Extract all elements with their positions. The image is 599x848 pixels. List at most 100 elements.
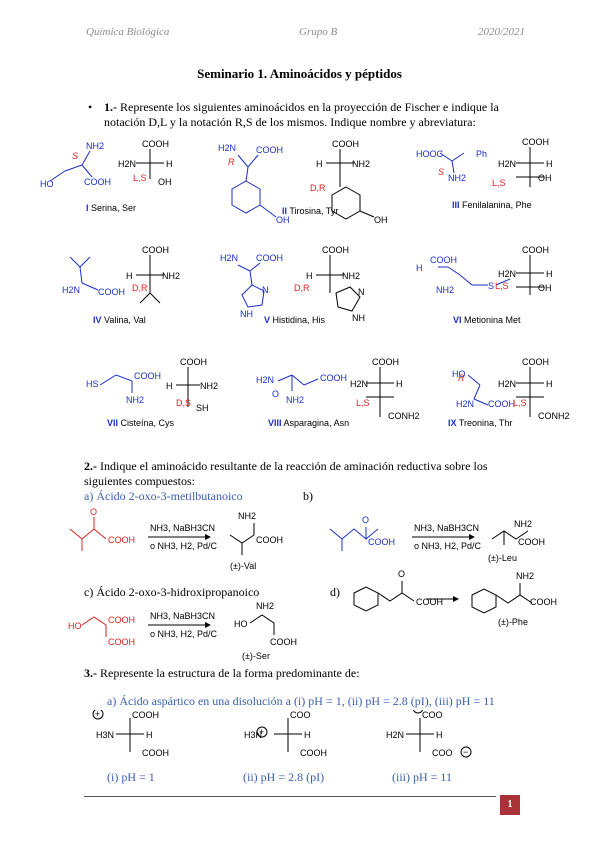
rxa-o: O [90,507,97,517]
asp3-coo: COO [422,710,443,720]
vii-nh2: NH2 [126,395,144,405]
i-f-h: H [166,159,173,169]
asp1-cooh2: COOH [142,748,169,758]
asp3-coo2: COO [432,748,453,758]
ix-f-h2n: H2N [498,379,516,389]
asp1-plus: + [95,710,100,719]
iv-f-nh2: NH2 [162,271,180,281]
v-f-cooh: COOH [322,245,349,255]
rxc-product: (±)-Ser [242,651,270,661]
rxb-cooh: COOH [368,537,395,547]
vi-h: H [416,263,423,273]
rxa-cooh: COOH [108,535,135,545]
q3-caption-i: (i) pH = 1 [107,770,155,784]
rxc-prod-cooh: COOH [270,637,297,647]
v-f-nh2: NH2 [342,271,360,281]
i-f-h2n: H2N [118,159,136,169]
label-i: I Serina, Ser [86,203,137,213]
vii-f-h: H [166,381,173,391]
page-number: 1 [500,795,520,815]
q2-text-a: Indique el aminoácido resultante de la r… [100,459,488,473]
rxd-prod-cooh: COOH [530,597,557,607]
q2-text-b: siguientes compuestos: [84,474,195,488]
vi-s: S [488,281,494,291]
rxb-o: O [362,515,369,525]
rxb-reagent-bottom: o NH3, H2, Pd/C [414,541,482,551]
ix-f-h: H [546,379,553,389]
ix-cooh: COOH [488,399,515,409]
rxb-prod-cooh: COOH [518,537,545,547]
ii-f-oh: OH [374,215,388,225]
q2-d-label: d) [330,585,340,599]
rxc-prod-nh2: NH2 [256,601,274,611]
rxa-prod-nh2: NH2 [238,511,256,521]
asp2-h3n: H3N [244,730,262,740]
notation-ix: L,S [513,398,527,408]
q1-number: 1.- [104,100,117,114]
i-nh2: NH2 [86,141,104,151]
q2-text: 2.- Indique el aminoácido resultante de … [84,459,524,489]
header-year: 2020/2021 [478,26,526,38]
label-iv: IV Valina, Val [93,315,146,325]
rxa-product: (±)-Val [230,561,256,571]
ii-f-nh2: NH2 [352,159,370,169]
iii-f-h: H [546,159,553,169]
asp1-cooh: COOH [132,710,159,720]
vi-nh2: NH2 [436,285,454,295]
ii-f-cooh: COOH [332,139,359,149]
notation-v: D,R [294,283,310,293]
iv-f-h: H [126,271,133,281]
bullet: • [88,100,93,114]
label-iii: III Fenilalanina, Phe [452,200,532,210]
viii-f-conh2: CONH2 [388,411,420,421]
reaction-schemes: NH3, NaBH3CN o NH3, H2, Pd/C NH3, NaBH3C… [68,507,557,661]
viii-cooh: COOH [320,373,347,383]
viii-f-h2n: H2N [350,379,368,389]
rxc-reagent-top: NH3, NaBH3CN [150,611,215,621]
asp3-minus: − [415,710,420,713]
q2-b-label: b) [303,489,313,503]
rxb-reagent-top: NH3, NaBH3CN [414,523,479,533]
asp1-h3n: H3N [96,730,114,740]
ii-f-h: H [316,159,323,169]
iv-f-cooh: COOH [142,245,169,255]
q3-text: 3.- Represente la estructura de la forma… [84,666,360,681]
rxa-prod-cooh: COOH [256,535,283,545]
rxc-cooh-2: COOH [108,637,135,647]
viii-h2n: H2N [256,375,274,385]
rxd-product: (±)-Phe [498,617,528,627]
rxd-prod-nh2: NH2 [516,571,534,581]
asp2-coo: COO [290,710,311,720]
q3-caption-iii: (iii) pH = 11 [392,770,452,784]
label-vi: VI Metionina Met [453,315,521,325]
vii-cooh: COOH [134,371,161,381]
v-n: N [262,285,269,295]
q2-c-label: c) Ácido 2-oxo-3-hidroxipropanoico [84,585,260,599]
v-nh: NH [240,309,253,319]
q1-text-a: Represente los siguientes aminoácidos en… [120,100,499,114]
amino-acid-structures: NH2 HO COOH H2N COOH OH HOOC NH2 Ph H2N … [40,137,570,421]
iii-nh2: NH2 [448,173,466,183]
ix-f-conh2: CONH2 [538,411,570,421]
asp3-minus2: − [463,747,468,757]
v-h2n: H2N [220,253,238,263]
label-v: V Histidina, His [264,315,326,325]
ii-config: R [228,157,235,167]
viii-f-cooh: COOH [372,357,399,367]
iv-cooh: COOH [98,287,125,297]
ii-h2n: H2N [218,143,236,153]
asp3-h: H [436,730,443,740]
page-title: Seminario 1. Aminoácidos y péptidos [197,66,402,81]
asp1-h: H [146,730,153,740]
i-f-oh: OH [158,177,172,187]
asp2-cooh: COOH [300,748,327,758]
notation-iv: D,R [132,283,148,293]
iii-hooc: HOOC [416,149,444,159]
iii-f-oh: OH [538,173,552,183]
iii-f-cooh: COOH [522,137,549,147]
aspartic-acid-structures: COOH H3N H COOH + COO H3N H COOH + COO H… [92,710,472,758]
vi-cooh: COOH [430,255,457,265]
viii-nh2: NH2 [286,395,304,405]
ii-oh: OH [276,215,290,225]
rxc-prod-ho: HO [234,619,248,629]
